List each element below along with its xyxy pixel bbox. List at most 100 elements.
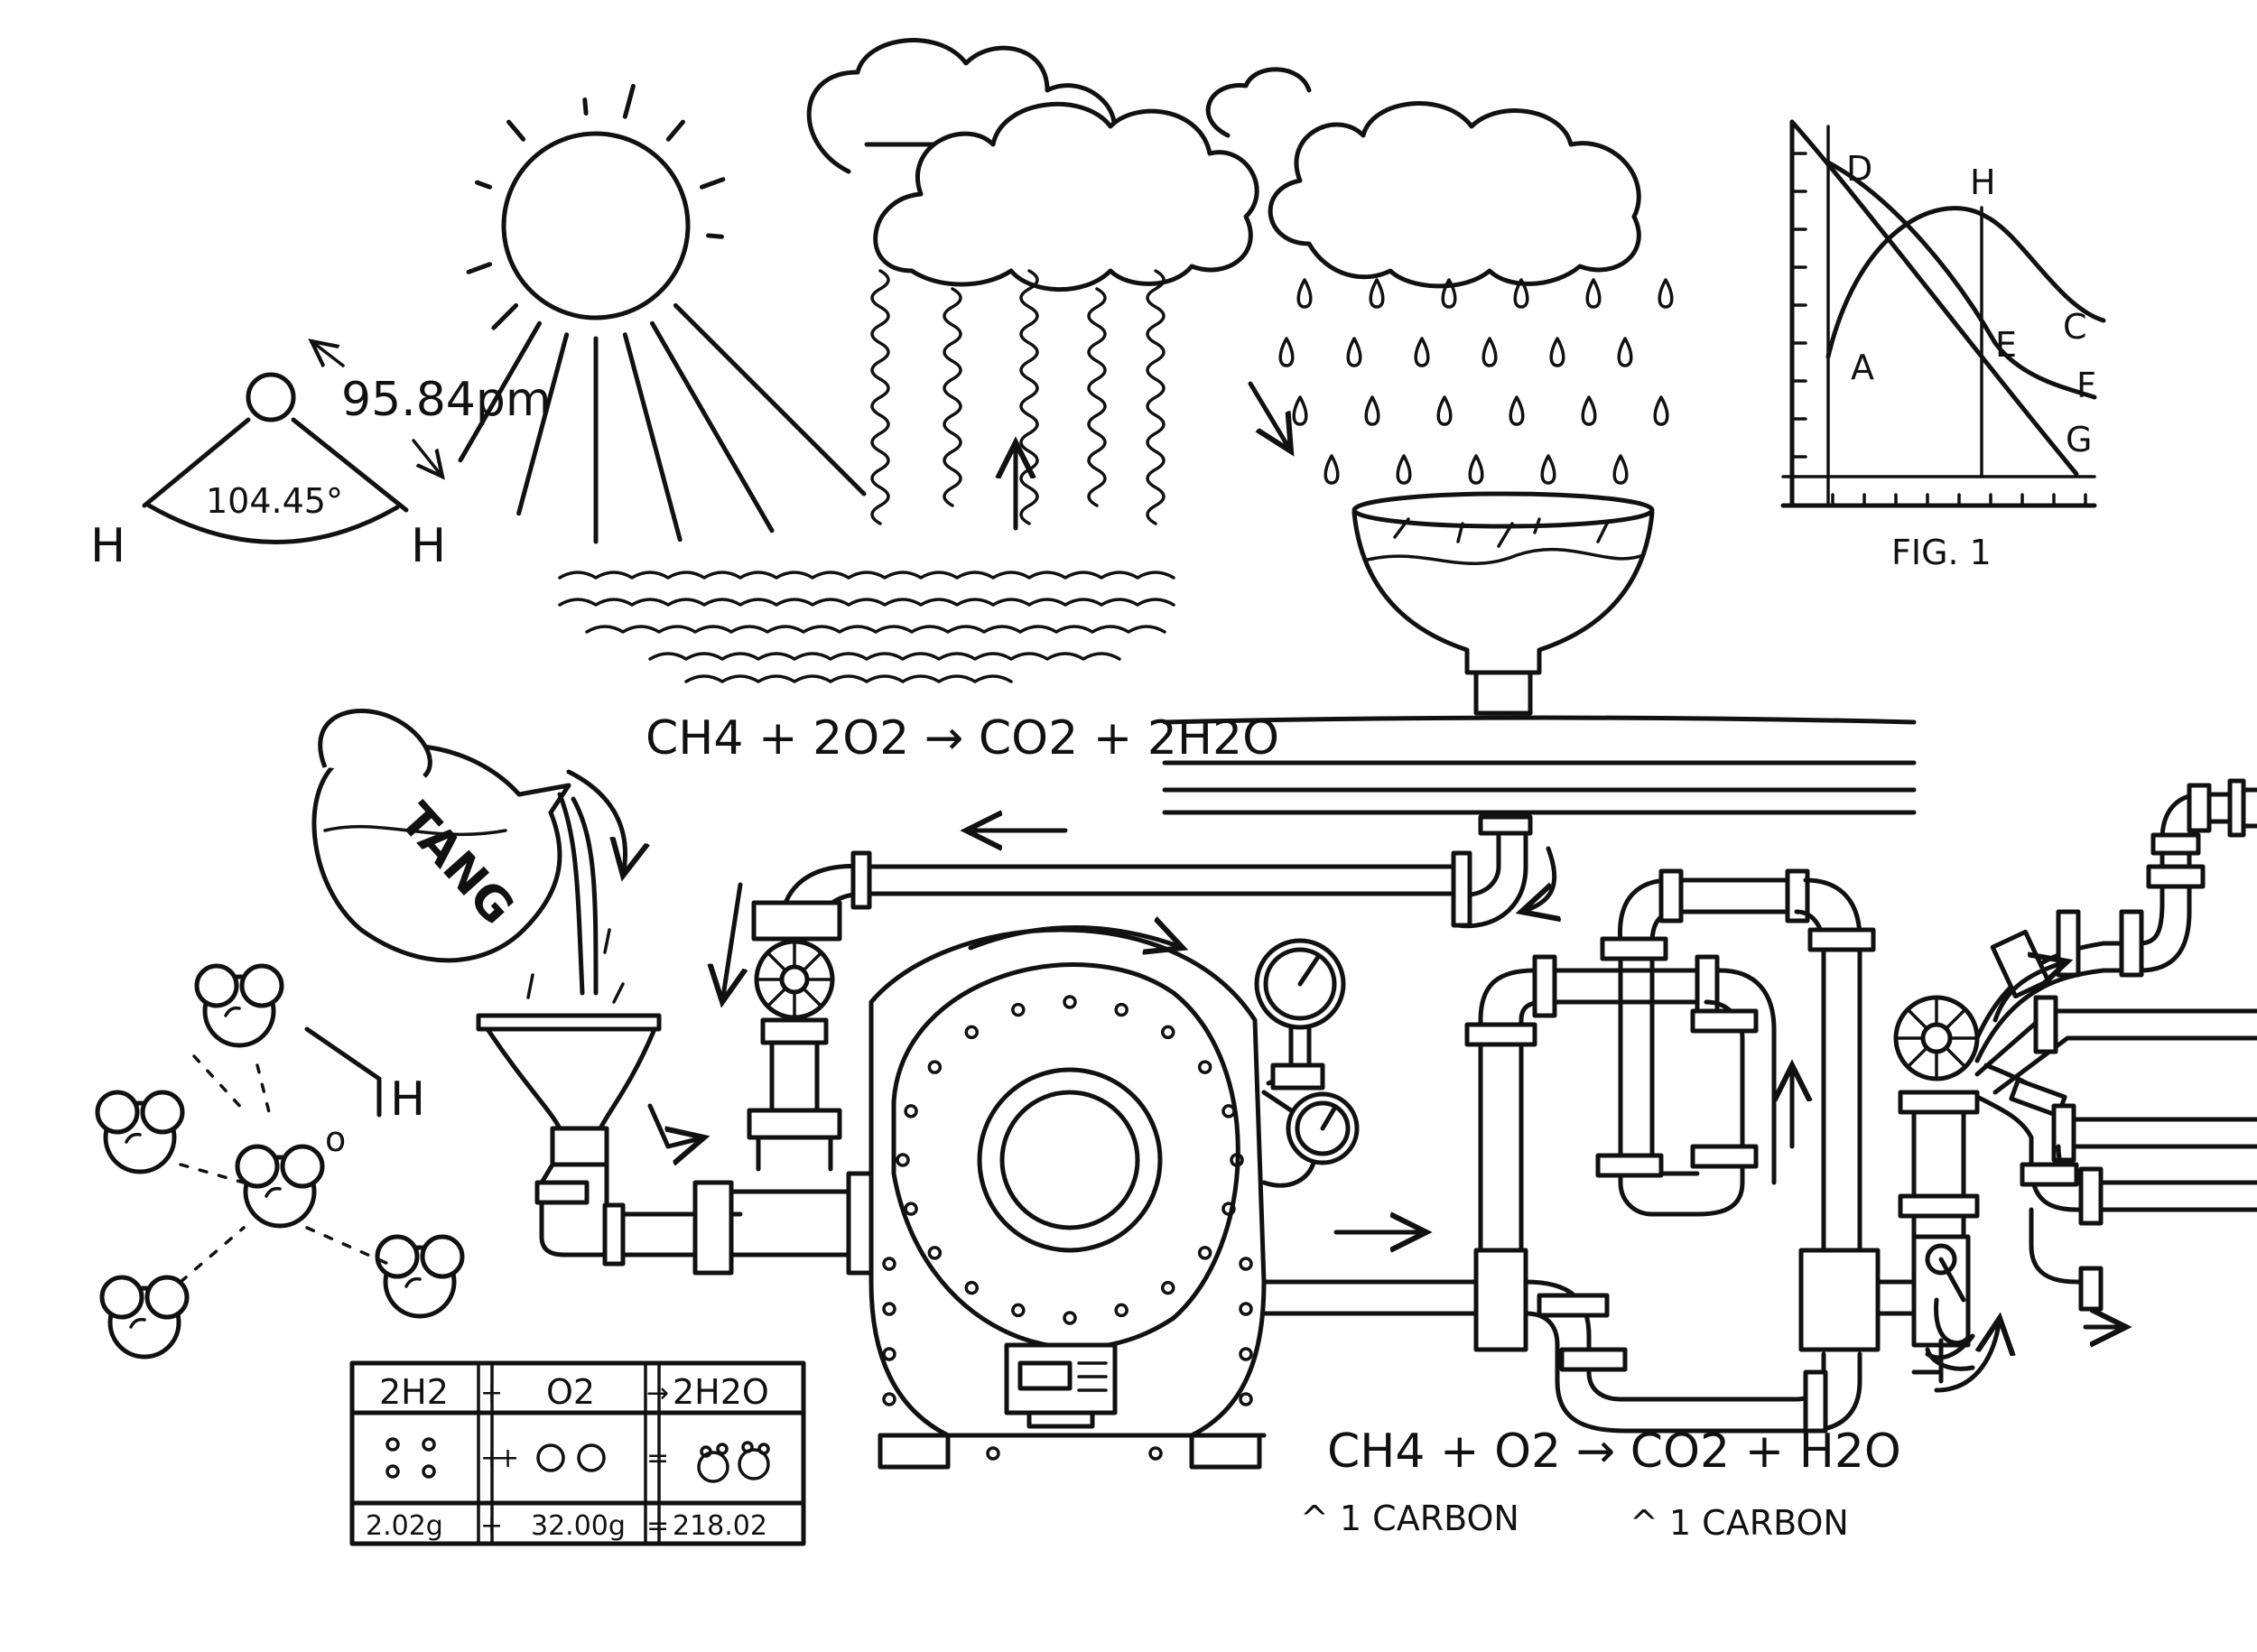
raindrop <box>1369 278 1385 309</box>
rivet <box>882 1302 896 1316</box>
hydrogen-bond <box>179 1226 246 1284</box>
raindrop <box>1468 454 1484 485</box>
raindrop <box>1364 395 1380 426</box>
rivet <box>1148 1446 1163 1461</box>
hydrogen-label-right: H <box>411 519 446 573</box>
wave-line <box>648 652 1121 661</box>
sun-ray <box>699 177 726 190</box>
rivet <box>1160 1025 1175 1040</box>
table-header-yields: → <box>646 1378 669 1409</box>
molecule-hydrogen <box>235 1144 280 1189</box>
valve-spoke <box>802 951 822 972</box>
molecule-highlight <box>125 1132 142 1144</box>
molecule-hydrogen <box>239 963 284 1008</box>
rivet <box>882 1392 896 1406</box>
rivet <box>964 1025 980 1040</box>
valve-spoke <box>802 987 822 1007</box>
table-symbol-plus: + <box>480 1443 503 1474</box>
carbon-note-right: ^ 1 CARBON <box>1630 1503 1849 1543</box>
hydrogen-dots <box>385 1437 436 1479</box>
table-mass-product: 218.02 <box>673 1510 767 1542</box>
curve-g <box>1789 119 2079 477</box>
table-mass-equals: = <box>646 1510 669 1542</box>
raindrop <box>1617 337 1633 367</box>
table-header-plus: + <box>480 1378 503 1409</box>
rivet <box>1221 1104 1236 1118</box>
sun-ray <box>474 180 493 190</box>
evaporation-squiggle <box>870 269 890 525</box>
sun-ray <box>582 97 589 116</box>
curve-label-f: F <box>2076 366 2096 405</box>
raindrop <box>1653 395 1669 426</box>
rivet <box>1239 1392 1253 1406</box>
molecule-highlight <box>224 1006 241 1017</box>
output-manifold <box>1934 778 2257 1393</box>
tang-pitcher: TANG <box>311 709 626 1004</box>
rivet <box>964 1280 980 1295</box>
cloud-icon-right <box>1205 67 1641 289</box>
sun-ray <box>673 302 867 497</box>
molecule-highlight <box>265 1186 282 1198</box>
molecule-highlight <box>404 1276 422 1288</box>
bond-length-arrow-down <box>412 439 442 477</box>
valve-spoke <box>1907 1008 1929 1031</box>
rivet <box>904 1202 918 1216</box>
hydrogen-bond <box>305 1226 390 1266</box>
conduit-lines <box>1162 715 1917 815</box>
table-header-reactant-1: 2H2 <box>379 1372 449 1412</box>
sun-ray <box>622 83 636 119</box>
table-header-product: 2H2O <box>673 1372 769 1412</box>
raindrop <box>1414 337 1430 367</box>
raindrop <box>1441 278 1457 309</box>
collection-basin <box>1351 491 1655 716</box>
table-mass-reactant-2: 32.00g <box>531 1510 626 1542</box>
wave-line <box>558 598 1175 607</box>
hydrogen-bond <box>179 1163 246 1184</box>
raindrop <box>1540 454 1556 485</box>
rivet <box>1114 1002 1128 1017</box>
molecule-hydrogen <box>280 1144 325 1189</box>
molecule-hydrogen <box>140 1090 185 1135</box>
table-header-reactant-2: O2 <box>546 1372 595 1412</box>
hydrogen-bond <box>255 1063 273 1121</box>
raindrop <box>1396 454 1412 485</box>
hydrogen-label-left: H <box>90 519 125 573</box>
rivet <box>1197 1060 1212 1074</box>
input-funnel <box>476 1013 662 1167</box>
curve-label-e: E <box>1995 325 2017 365</box>
curve-f <box>1825 160 2097 400</box>
boiler-rivets <box>882 995 1253 1461</box>
water-dots <box>697 1441 770 1483</box>
molecule-hydrogen <box>95 1090 140 1135</box>
sun-ray <box>516 332 570 516</box>
rivet <box>882 1347 896 1361</box>
sun-icon <box>458 83 867 544</box>
valve-spokes-right <box>1896 998 1977 1079</box>
curve-c <box>1825 206 2106 359</box>
down-flow-arrow <box>1521 846 1555 912</box>
evaporation-squiggle <box>1019 269 1039 525</box>
valve-spoke <box>1944 1045 1966 1068</box>
fig-1-graph: D H A E C F G FIG. 1 <box>1780 119 2106 572</box>
rivet <box>1011 1303 1026 1318</box>
rivet <box>927 1060 943 1074</box>
stoichiometry-table: 2H2 + O2 → 2H2O + = + 2.02g + 32.00g = 2… <box>349 1360 806 1546</box>
molecule-cluster <box>95 963 465 1360</box>
raindrop <box>1346 337 1362 367</box>
rotation-arrow <box>968 928 1183 949</box>
raindrop <box>1296 278 1313 309</box>
raindrop <box>1581 395 1597 426</box>
sun-ray <box>665 119 685 142</box>
rivet <box>1114 1303 1128 1318</box>
carbon-note-left: ^ 1 CARBON <box>1300 1499 1519 1538</box>
rivet <box>1230 1153 1244 1167</box>
oxygen-dots <box>536 1443 606 1472</box>
valve-spoke <box>766 951 787 972</box>
raindrop <box>1292 395 1308 426</box>
figure-caption: FIG. 1 <box>1891 533 1992 572</box>
bond-length-label: 95.84pm <box>341 373 552 427</box>
molecule-hydrogen <box>375 1234 420 1279</box>
valve-wheel-icon <box>754 939 835 1020</box>
raindrop <box>1549 337 1565 367</box>
